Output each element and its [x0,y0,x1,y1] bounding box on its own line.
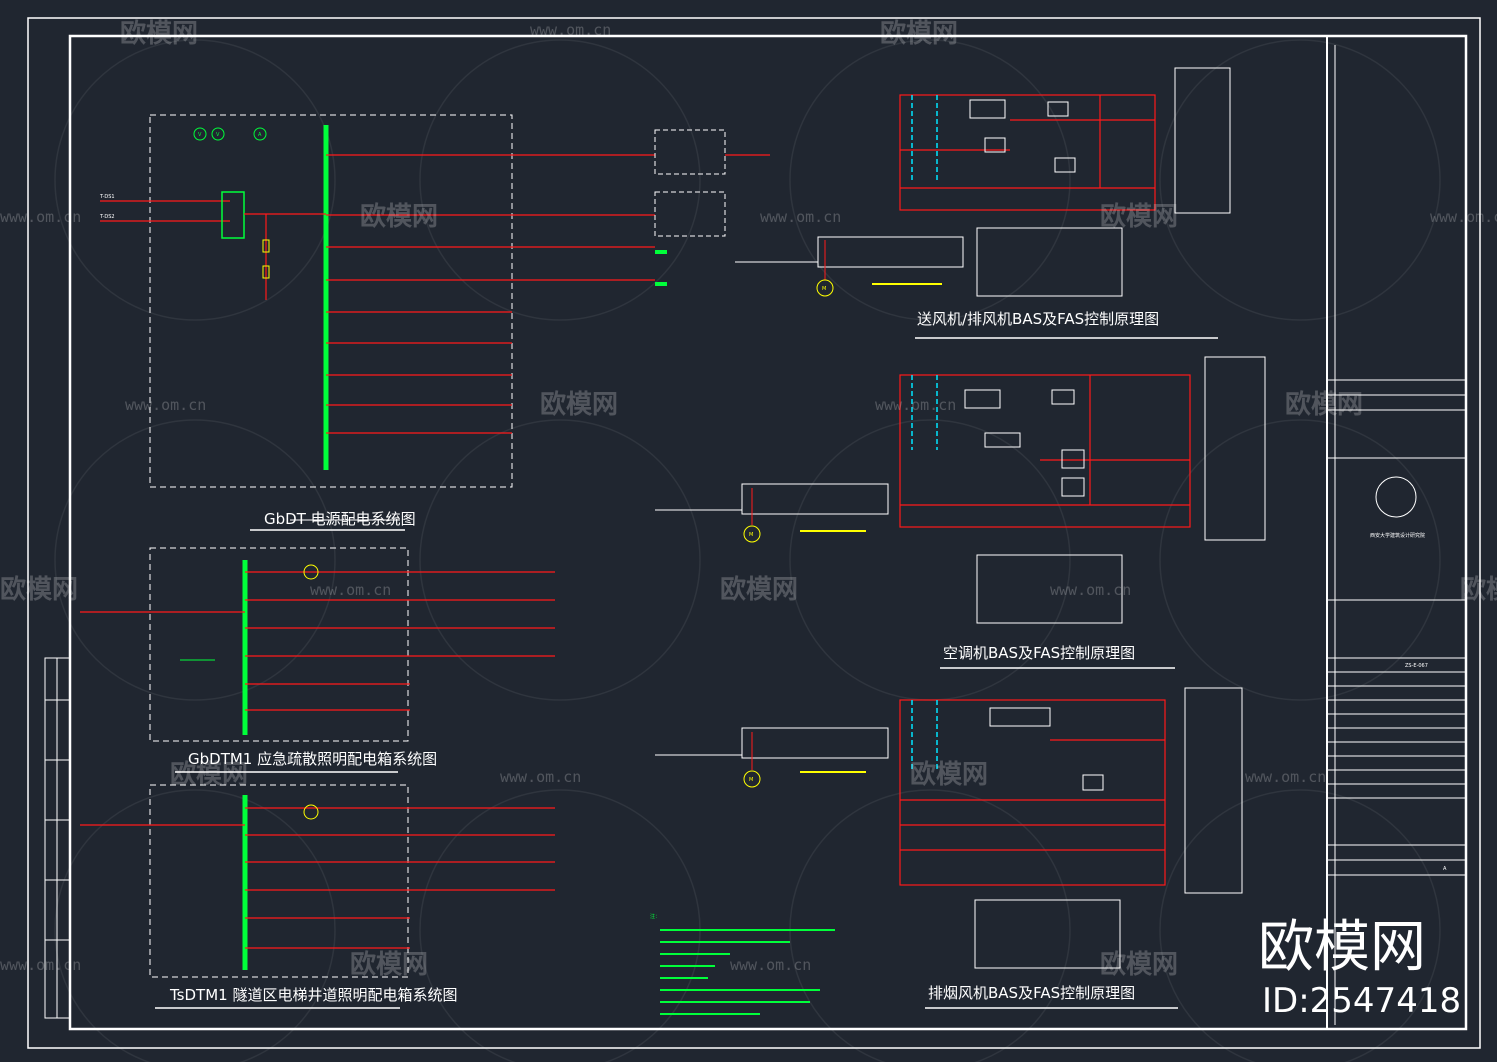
fan-motor-1 [816,279,834,297]
svg-text:www.om.cn: www.om.cn [0,956,81,974]
incoming-feeder-2: T-DS2 [99,214,115,220]
svg-text:www.om.cn: www.om.cn [760,208,841,226]
notes-block: 注： [650,913,835,1015]
drawing-number: ZS-E-067 [1405,663,1428,669]
svg-text:www.om.cn: www.om.cn [1050,581,1131,599]
svg-text:欧模网: 欧模网 [540,389,618,420]
ats-switch [221,191,245,239]
svg-text:欧模网: 欧模网 [720,574,798,605]
svg-text:www.om.cn: www.om.cn [875,396,956,414]
fan-control-2-title: 空调机BAS及FAS控制原理图 [943,644,1135,662]
svg-text:欧模网: 欧模网 [120,18,198,49]
fan-control-2: M 空调机BAS及FAS控制原理图 [655,356,1266,669]
svg-text:欧模网: 欧模网 [1100,949,1178,980]
remote-box-1 [654,129,726,175]
outer-frame [27,17,1481,1049]
fan-control-1: M 送风机/排风机BAS及FAS控制原理图 [735,67,1231,339]
fan-control-3-title: 排烟风机BAS及FAS控制原理图 [928,984,1135,1002]
io-table-1 [976,227,1123,297]
watermarks: 欧模网 欧模网 欧模网 欧模网 欧模网 欧模网 欧模网 欧模网 欧模网 欧模网 … [0,18,1497,980]
svg-text:www.om.cn: www.om.cn [1245,768,1326,786]
svg-text:欧模网: 欧模网 [1460,574,1497,605]
svg-text:欧模网: 欧模网 [0,574,78,605]
panel-gbdtm1: GbDTM1 应急疏散照明配电箱系统图 [80,547,555,773]
panel-gbdt-outgoing-circuits [326,154,655,434]
svg-text:欧模网: 欧模网 [1100,201,1178,232]
svg-text:www.om.cn: www.om.cn [310,581,391,599]
svg-text:欧模网: 欧模网 [910,759,988,790]
svg-text:V: V [198,132,202,138]
io-table-2 [976,554,1123,624]
meter-v1 [193,127,207,141]
inner-frame [68,34,1468,1031]
svg-text:V: V [216,132,220,138]
title-block [1326,35,1467,1030]
remote-box-2 [654,191,726,237]
incoming-feeder-1: T-DS1 [99,194,115,200]
svg-text:www.om.cn: www.om.cn [1430,208,1497,226]
institute-seal-icon [1375,476,1417,518]
drawing-scale: A [1443,866,1447,872]
svg-text:欧模网: 欧模网 [880,18,958,49]
svg-text:www.om.cn: www.om.cn [530,21,611,39]
svg-text:M: M [749,532,753,538]
brand-id: ID:2547418 [1262,981,1461,1021]
io-table-3 [974,899,1121,969]
panel-gbdt: T-DS1 T-DS2 V V A GbDT 电源配电系统图 [99,114,770,531]
fan-motor-2 [743,525,761,543]
svg-text:M: M [749,777,753,783]
meter-a [253,127,267,141]
fan-control-3: M 排烟风机BAS及FAS控制原理图 [655,687,1243,1009]
fan-motor-3 [743,770,761,788]
svg-text:www.om.cn: www.om.cn [0,208,81,226]
svg-text:M: M [822,286,826,292]
panel-tsdtm1-box [149,784,409,978]
panel-gbdt-title: GbDT 电源配电系统图 [264,510,416,528]
notes-heading: 注： [650,913,660,920]
panel-tsdtm1-title: TsDTM1 隧道区电梯井道照明配电箱系统图 [169,986,457,1004]
brand-logo: 欧模网 [1258,915,1426,980]
panel-gbdtm1-box [149,547,409,742]
revision-table [44,657,71,1019]
svg-text:欧模网: 欧模网 [350,949,428,980]
fan-control-1-title: 送风机/排风机BAS及FAS控制原理图 [917,310,1159,328]
svg-text:A: A [258,132,262,138]
panel-gbdtm1-title: GbDTM1 应急疏散照明配电箱系统图 [188,750,437,768]
institute-name: 西安大学建筑设计研究院 [1370,532,1425,539]
svg-text:www.om.cn: www.om.cn [730,956,811,974]
panel-gbdt-box [149,114,513,488]
meter-v2 [211,127,225,141]
svg-text:欧模网: 欧模网 [360,201,438,232]
svg-text:www.om.cn: www.om.cn [125,396,206,414]
svg-text:www.om.cn: www.om.cn [500,768,581,786]
watermark-arcs [54,39,1441,1062]
svg-text:欧模网: 欧模网 [1285,389,1363,420]
svg-text:欧模网: 欧模网 [170,759,248,790]
panel-tsdtm1: TsDTM1 隧道区电梯井道照明配电箱系统图 [80,784,555,1009]
